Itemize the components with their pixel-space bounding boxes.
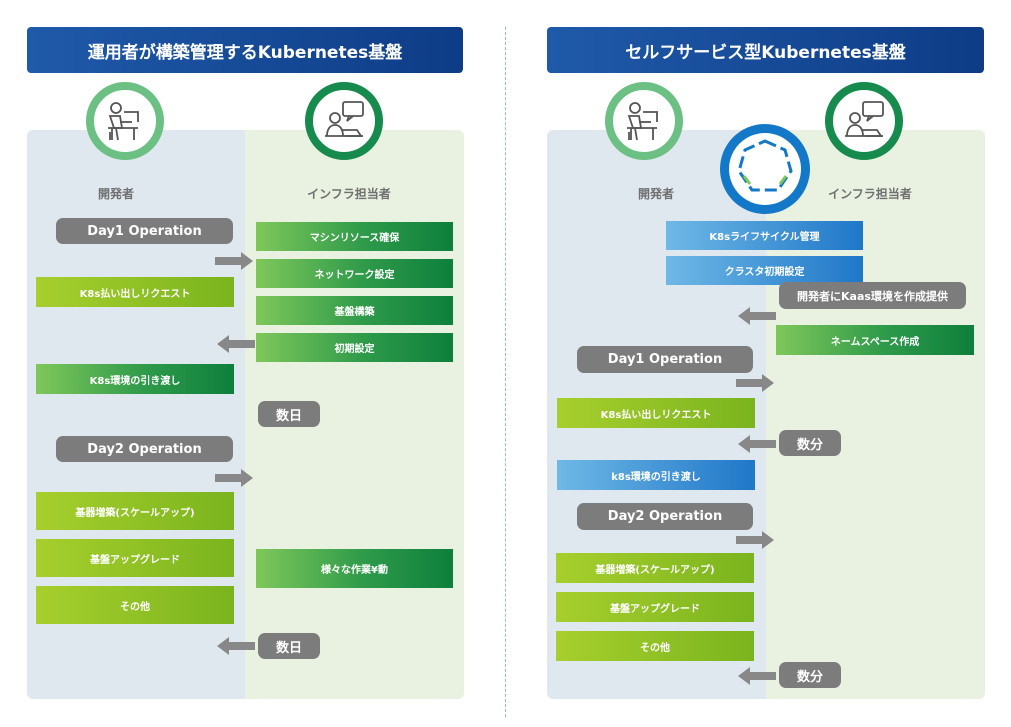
arrow-right-icon [215,252,253,270]
developer-label: 開発者 [637,187,674,201]
day2-task-upgrade: 基盤アップグレード [556,592,754,622]
day1-operation-badge: Day1 Operation [56,218,233,244]
duration-badge: 数日 [258,401,320,427]
developer-desk-icon [86,82,164,160]
developer-label: 開発者 [97,187,134,201]
k8s-request-bar: K8s払い出しリクエスト [36,277,234,307]
arrow-right-icon [736,531,774,549]
infra-task-network: ネットワーク設定 [256,259,453,288]
arrow-right-icon [736,374,774,392]
arrow-left-icon [217,637,255,655]
duration-badge: 数分 [779,430,841,456]
developer-desk-icon [605,82,683,160]
infra-task-resources: マシンリソース確保 [256,222,453,251]
duration-badge: 数日 [258,633,320,659]
left-panel-title: 運用者が構築管理するKubernetes基盤 [27,27,463,73]
k8s-handover-bar: k8s環境の引き渡し [557,460,755,490]
kubernetes-logo-icon [720,124,810,214]
duration-badge: 数分 [779,662,841,688]
infra-various-work: 様々な作業¥動 [256,549,453,588]
infra-lane [766,130,985,699]
infra-task-build: 基盤構築 [256,296,453,325]
arrow-left-icon [738,307,776,325]
platform-task-cluster-init: クラスタ初期設定 [666,256,863,285]
right-panel-title: セルフサービス型Kubernetes基盤 [547,27,984,73]
day2-task-other: その他 [36,586,234,624]
infra-presenter-icon [305,82,383,160]
arrow-right-icon [215,469,253,487]
day2-operation-badge: Day2 Operation [56,436,233,462]
day2-task-scaleup: 基器増築(スケールアップ) [556,553,754,583]
panel-divider [505,27,506,717]
arrow-left-icon [738,435,776,453]
infra-label: インフラ担当者 [307,187,391,201]
day2-task-upgrade: 基盤アップグレード [36,539,234,577]
day2-task-other: その他 [556,631,754,661]
k8s-handover-bar: K8s環境の引き渡し [36,364,234,394]
infra-label: インフラ担当者 [828,187,912,201]
day2-task-scaleup: 基器増築(スケールアップ) [36,492,234,530]
namespace-create-bar: ネームスペース作成 [776,325,974,355]
day1-operation-badge: Day1 Operation [577,346,753,373]
platform-task-lifecycle: K8sライフサイクル管理 [666,221,863,250]
infra-presenter-icon [825,82,903,160]
provide-kaas-badge: 開発者にKaas環境を作成提供 [779,282,966,309]
infra-task-init: 初期設定 [256,333,453,362]
arrow-left-icon [738,667,776,685]
k8s-request-bar: K8s払い出しリクエスト [557,398,755,428]
arrow-left-icon [217,335,255,353]
day2-operation-badge: Day2 Operation [577,503,753,530]
